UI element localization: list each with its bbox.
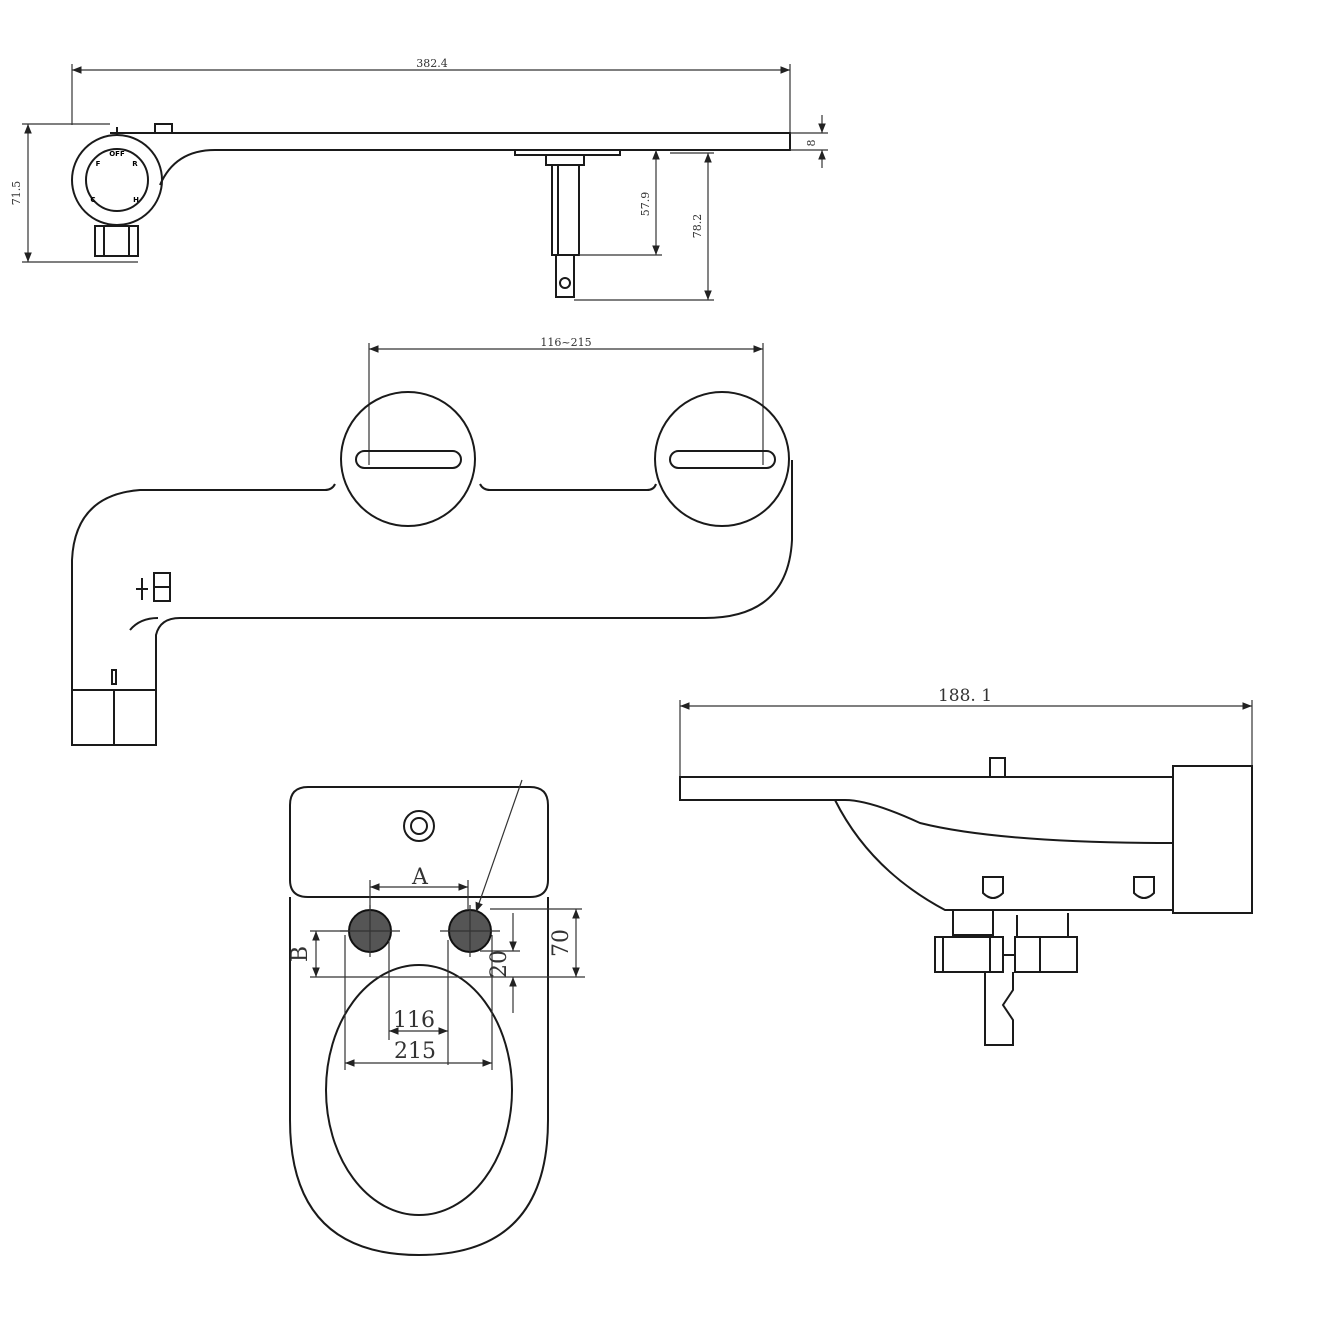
toilet-tank xyxy=(289,786,549,898)
mount-lug-left xyxy=(982,876,1004,899)
width-dimension-label: 188. 1 xyxy=(938,686,992,706)
top-nub xyxy=(989,757,1006,777)
dimension-70-label: 70 xyxy=(549,929,574,957)
toilet-bowl-outline xyxy=(289,897,549,1257)
dial-housing xyxy=(1172,765,1253,914)
top-tab xyxy=(154,123,173,134)
slot-spacing-label: 116~215 xyxy=(540,336,591,349)
thickness-dimension-label: 8 xyxy=(805,140,818,147)
inlet-fitting xyxy=(94,225,139,257)
nozzle-tip xyxy=(555,254,575,298)
top-body-outline xyxy=(71,460,793,746)
dimension-215-label: 215 xyxy=(394,1039,436,1064)
fitting-left xyxy=(934,936,1004,973)
side-view: 382.4 OFF F R C H 71.5 8 xyxy=(10,57,828,301)
length-dimension-label: 382.4 xyxy=(416,57,448,70)
dial-inner-ring xyxy=(85,148,149,212)
top-view: 116~215 xyxy=(71,336,793,746)
nozzle-collar xyxy=(545,154,585,166)
end-body-outline xyxy=(679,776,1174,845)
arm-outline xyxy=(110,132,791,186)
supply-pipe xyxy=(984,972,1014,1046)
nozzle-drop-label: 57.9 xyxy=(639,192,652,217)
dial-f-label: F xyxy=(96,160,101,168)
height-dimension-label: 71.5 xyxy=(10,181,23,206)
dial-c-label: C xyxy=(90,196,95,204)
slot-right xyxy=(669,450,776,469)
dimension-a-label: A xyxy=(411,865,429,890)
end-view: 188. 1 xyxy=(679,686,1253,1046)
tank-button xyxy=(403,810,435,842)
dial-h-label: H xyxy=(133,196,139,204)
dial-r-label: R xyxy=(132,160,138,168)
mounting-disc-left xyxy=(340,391,476,527)
nozzle-stem xyxy=(551,164,580,256)
dimension-116-label: 116 xyxy=(393,1008,435,1033)
dial-off-label: OFF xyxy=(109,150,125,158)
dimension-b-label: B xyxy=(288,946,313,962)
dimension-20-label: 20 xyxy=(487,950,512,978)
mount-lug-right xyxy=(1133,876,1155,899)
toilet-view: A B 116 215 20 70 xyxy=(288,779,585,1257)
slot-left xyxy=(355,450,462,469)
leader-line xyxy=(475,779,523,913)
fitting-drop-label: 78.2 xyxy=(691,214,704,239)
toilet-bowl-opening xyxy=(325,964,513,1216)
fitting-right xyxy=(1014,936,1078,973)
mounting-disc-right xyxy=(654,391,790,527)
